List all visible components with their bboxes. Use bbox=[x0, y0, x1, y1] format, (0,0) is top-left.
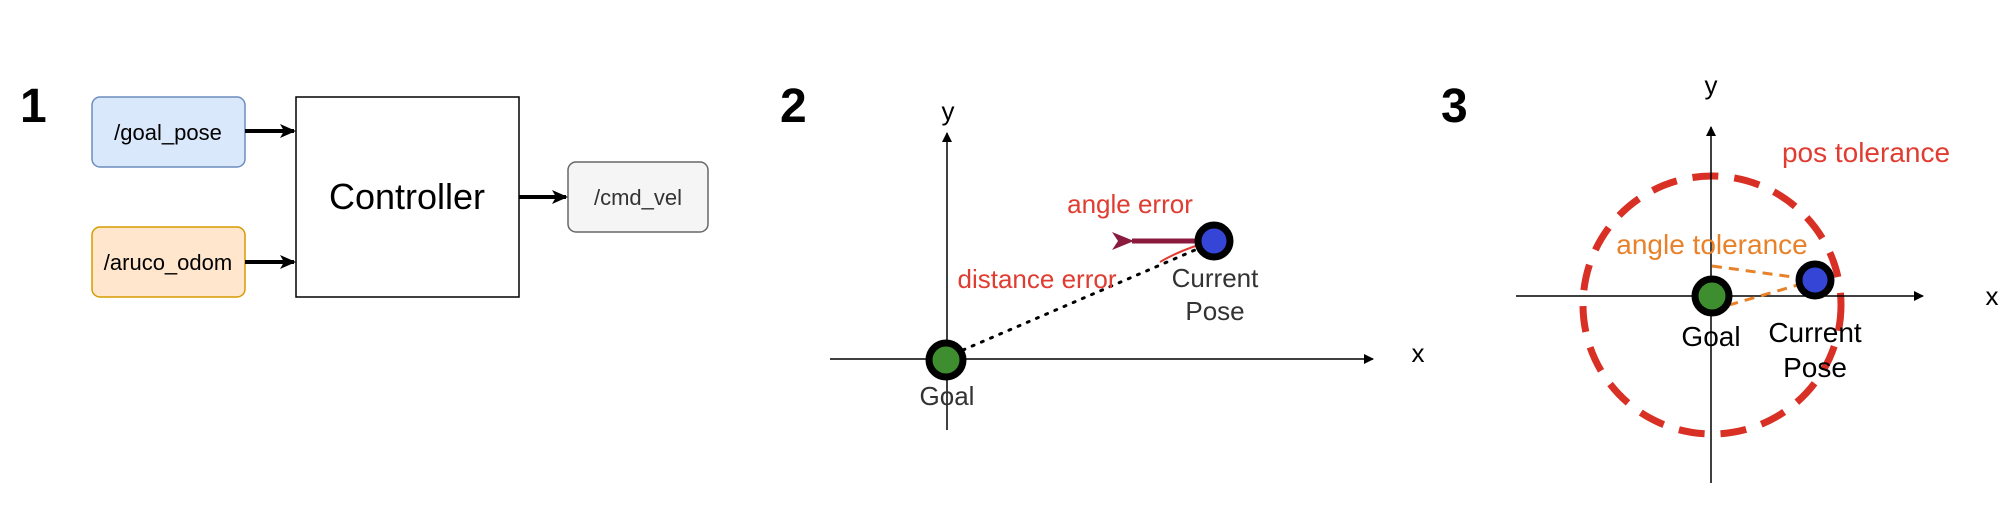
current-pose-label-1: Current bbox=[1768, 317, 1862, 348]
y-axis-label: y bbox=[1705, 70, 1718, 100]
goal-pose-label: /goal_pose bbox=[114, 120, 222, 145]
controller-box bbox=[295, 96, 520, 298]
panel-1: 1 /goal_pose /aruco_odom Controller /cmd… bbox=[20, 80, 709, 298]
panel-2-number: 2 bbox=[780, 80, 807, 133]
current-pose-label-2: Pose bbox=[1783, 352, 1847, 383]
angle-error-label: angle error bbox=[1067, 189, 1193, 219]
goal-marker bbox=[1691, 275, 1733, 317]
goal-label: Goal bbox=[1681, 321, 1740, 352]
panel-2: 2 y x Goal Current Pose angle error dist… bbox=[780, 80, 1425, 430]
panel-3-number: 3 bbox=[1441, 80, 1468, 133]
panel-3: 3 y x Goal Current Pose pos tolerance an… bbox=[1441, 70, 1999, 483]
x-axis-label: x bbox=[1412, 338, 1425, 368]
current-pose-label-1: Current bbox=[1172, 263, 1259, 293]
y-axis-label: y bbox=[942, 96, 955, 126]
panel-1-number: 1 bbox=[20, 80, 47, 133]
goal-label: Goal bbox=[920, 381, 975, 411]
aruco-odom-label: /aruco_odom bbox=[104, 250, 232, 275]
pos-tolerance-label: pos tolerance bbox=[1782, 137, 1950, 168]
current-pose-marker bbox=[1194, 221, 1234, 261]
distance-error-line bbox=[961, 245, 1204, 352]
pos-tolerance-circle bbox=[1579, 172, 1845, 438]
controller-label: Controller bbox=[329, 176, 485, 217]
goal-marker bbox=[925, 339, 967, 381]
angle-tolerance-label: angle tolerance bbox=[1616, 229, 1807, 260]
distance-error-label: distance error bbox=[958, 264, 1117, 294]
x-axis-label: x bbox=[1986, 281, 1999, 311]
cmd-vel-label: /cmd_vel bbox=[594, 185, 682, 210]
current-pose-marker bbox=[1795, 260, 1835, 300]
current-pose-label-2: Pose bbox=[1185, 296, 1244, 326]
cmd-vel-box bbox=[567, 161, 709, 233]
